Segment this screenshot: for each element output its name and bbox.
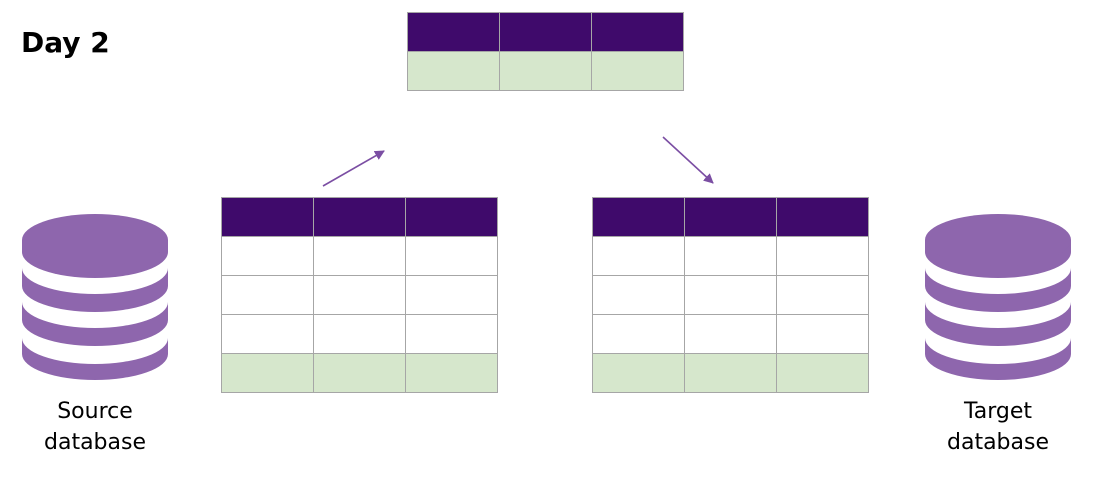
table-cell <box>221 236 314 276</box>
table-footer-cell <box>499 51 592 91</box>
table-footer-cell <box>407 51 500 91</box>
table-footer-row <box>592 353 869 393</box>
arrow-down-right-icon <box>662 136 714 184</box>
table-footer-cell <box>684 353 777 393</box>
table-header-row <box>592 197 869 237</box>
page-title: Day 2 <box>21 26 110 59</box>
table-row <box>221 314 498 354</box>
table-header-cell <box>592 197 685 237</box>
table-footer-cell <box>313 353 406 393</box>
arrow-up-right-icon <box>322 150 385 187</box>
table-cell <box>313 275 406 315</box>
database-icon <box>22 214 168 380</box>
table-header-row <box>221 197 498 237</box>
table-header-cell <box>684 197 777 237</box>
table-header-row <box>407 12 684 52</box>
table-cell <box>313 236 406 276</box>
target-table <box>592 197 869 393</box>
table-cell <box>592 236 685 276</box>
table-header-cell <box>407 12 500 52</box>
table-header-cell <box>405 197 498 237</box>
source-label-line2: database <box>44 430 146 455</box>
table-footer-cell <box>591 51 684 91</box>
table-footer-cell <box>776 353 869 393</box>
source-label-line1: Source <box>57 399 133 424</box>
table-row <box>592 314 869 354</box>
source-database-label: Source database <box>15 396 175 458</box>
source-table <box>221 197 498 393</box>
target-label-line2: database <box>947 430 1049 455</box>
table-cell <box>313 314 406 354</box>
table-cell <box>684 275 777 315</box>
table-cell <box>221 314 314 354</box>
table-footer-row <box>221 353 498 393</box>
target-label-line1: Target <box>963 399 1033 424</box>
intermediate-table <box>407 12 684 91</box>
target-database-label: Target database <box>918 396 1078 458</box>
table-header-cell <box>591 12 684 52</box>
table-footer-row <box>407 51 684 91</box>
table-cell <box>592 314 685 354</box>
table-header-cell <box>313 197 406 237</box>
table-footer-cell <box>592 353 685 393</box>
table-cell <box>776 275 869 315</box>
table-footer-cell <box>405 353 498 393</box>
table-cell <box>776 314 869 354</box>
database-icon <box>925 214 1071 380</box>
